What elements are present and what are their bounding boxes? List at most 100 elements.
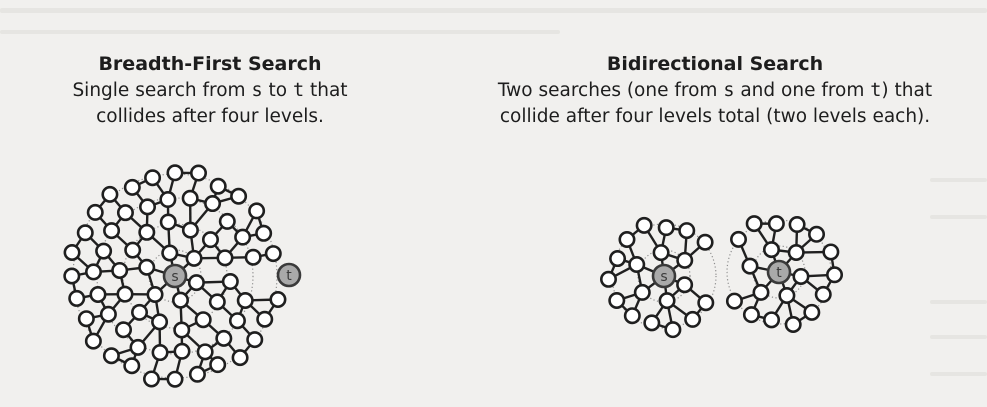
bfs-node bbox=[161, 244, 179, 262]
bidi-node bbox=[778, 287, 796, 305]
bfs-node bbox=[68, 289, 86, 307]
bidi-node bbox=[763, 311, 781, 329]
bfs-node bbox=[86, 203, 104, 221]
bfs-node bbox=[138, 258, 156, 276]
bfs-caption-s: s bbox=[251, 80, 263, 101]
bfs-node bbox=[255, 224, 273, 242]
bfs-target-circle bbox=[276, 262, 302, 288]
bidi-node bbox=[623, 307, 641, 325]
bfs-node bbox=[116, 285, 134, 303]
bidi-node bbox=[803, 303, 821, 321]
bfs-nodes bbox=[63, 164, 287, 388]
bfs-node bbox=[166, 164, 184, 182]
bfs-node bbox=[159, 213, 177, 231]
bidirectional-panel: Bidirectional Search Two searches (one f… bbox=[455, 52, 975, 130]
bfs-node bbox=[264, 245, 282, 263]
bfs-node bbox=[102, 347, 120, 365]
bfs-node bbox=[228, 312, 246, 330]
bidi-node bbox=[599, 270, 617, 288]
bidi-caption-part: ) that bbox=[881, 80, 933, 101]
bfs-node bbox=[185, 249, 203, 267]
bfs-node bbox=[63, 267, 81, 285]
bidi-node bbox=[664, 321, 682, 339]
bfs-caption-part: that bbox=[304, 80, 348, 101]
bfs-node bbox=[146, 285, 164, 303]
bidi-node bbox=[697, 294, 715, 312]
bidi-target-circle bbox=[766, 259, 792, 285]
bfs-node bbox=[129, 338, 147, 356]
bidi-node bbox=[678, 222, 696, 240]
bfs-node bbox=[181, 189, 199, 207]
bidi-node bbox=[741, 257, 759, 275]
bfs-source-label: s bbox=[171, 269, 178, 285]
bfs-node bbox=[76, 224, 94, 242]
bfs-node bbox=[123, 178, 141, 196]
bfs-node bbox=[248, 202, 266, 220]
bidi-caption-line2: collide after four levels total (two lev… bbox=[499, 106, 931, 127]
bidirectional-caption: Two searches (one from s and one from t)… bbox=[455, 78, 975, 130]
bidi-node bbox=[609, 250, 627, 268]
bfs-target-label: t bbox=[286, 268, 292, 284]
bfs-node bbox=[116, 204, 134, 222]
bidi-node bbox=[752, 283, 770, 301]
bidi-nodes bbox=[599, 215, 844, 339]
bfs-node bbox=[269, 290, 287, 308]
bidi-node bbox=[652, 244, 670, 262]
bidi-node bbox=[822, 243, 840, 261]
bfs-node bbox=[166, 370, 184, 388]
bfs-node bbox=[173, 342, 191, 360]
bidi-source-node: s bbox=[651, 263, 677, 289]
bidi-node bbox=[787, 244, 805, 262]
bfs-caption-part: Single search from bbox=[72, 80, 252, 101]
bidi-source-label: s bbox=[660, 269, 667, 285]
bidi-node bbox=[725, 292, 743, 310]
bfs-ring bbox=[96, 197, 254, 355]
bfs-node bbox=[204, 195, 222, 213]
bfs-node bbox=[181, 221, 199, 239]
bidi-node bbox=[792, 267, 810, 285]
bfs-node bbox=[221, 273, 239, 291]
bfs-node bbox=[115, 321, 133, 339]
bfs-panel: Breadth-First Search Single search from … bbox=[30, 52, 390, 130]
bidi-caption-part: and one from bbox=[734, 80, 871, 101]
bidi-node bbox=[643, 314, 661, 332]
bidi-node bbox=[676, 251, 694, 269]
bfs-node bbox=[236, 292, 254, 310]
bidi-target-label: t bbox=[776, 265, 782, 281]
bidi-caption-part: Two searches (one from bbox=[497, 80, 724, 101]
bfs-node bbox=[151, 344, 169, 362]
bidi-caption-s: s bbox=[723, 80, 735, 101]
bidi-node bbox=[745, 215, 763, 233]
bfs-node bbox=[144, 169, 162, 187]
bidi-node bbox=[628, 255, 646, 273]
bfs-node bbox=[173, 321, 191, 339]
bidi-target-node: t bbox=[766, 259, 792, 285]
bfs-node bbox=[95, 242, 113, 260]
bidi-node bbox=[676, 276, 694, 294]
bidi-node bbox=[657, 219, 675, 237]
bfs-node bbox=[171, 291, 189, 309]
bfs-node bbox=[234, 228, 252, 246]
bfs-node bbox=[101, 185, 119, 203]
bidi-node bbox=[696, 233, 714, 251]
bfs-node bbox=[216, 249, 234, 267]
bfs-node bbox=[209, 177, 227, 195]
bfs-node bbox=[209, 356, 227, 374]
bfs-node bbox=[124, 241, 142, 259]
bfs-node bbox=[85, 263, 103, 281]
bfs-source-node: s bbox=[162, 263, 188, 289]
bfs-node bbox=[196, 343, 214, 361]
bfs-caption-line2: collides after four levels. bbox=[96, 106, 324, 127]
bfs-node bbox=[218, 212, 236, 230]
bidi-node bbox=[618, 230, 636, 248]
bfs-node bbox=[230, 187, 248, 205]
bidi-node bbox=[762, 241, 780, 259]
bfs-node bbox=[143, 370, 161, 388]
bfs-caption-t: t bbox=[292, 80, 305, 101]
bfs-node bbox=[194, 311, 212, 329]
bfs-node bbox=[246, 331, 264, 349]
bidi-node bbox=[808, 225, 826, 243]
bfs-node bbox=[123, 357, 141, 375]
